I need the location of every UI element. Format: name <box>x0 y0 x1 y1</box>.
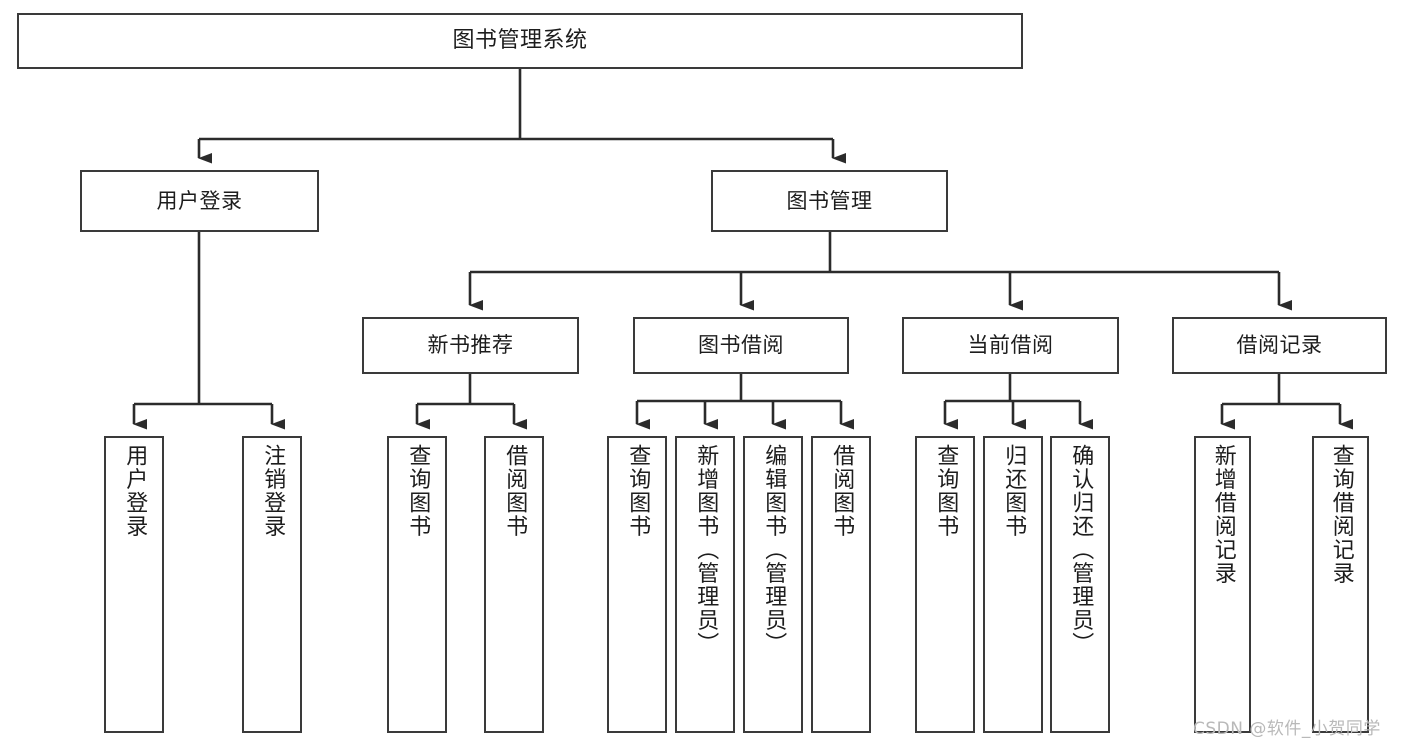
node-leaf-edit-book-admin[interactable]: 编辑图书（管理员） <box>743 436 803 733</box>
node-leaf-user-logout-label: 注销登录 <box>260 444 286 538</box>
node-leaf-borrow-book-2-label: 借阅图书 <box>829 444 855 538</box>
node-leaf-user-logout[interactable]: 注销登录 <box>242 436 302 733</box>
node-leaf-confirm-return-admin-label: 确认归还（管理员） <box>1068 444 1094 656</box>
node-current-borrow[interactable]: 当前借阅 <box>902 317 1119 374</box>
node-leaf-return-book[interactable]: 归还图书 <box>983 436 1043 733</box>
node-new-book-recommend[interactable]: 新书推荐 <box>362 317 579 374</box>
node-root-system[interactable]: 图书管理系统 <box>17 13 1023 69</box>
node-leaf-add-book-admin[interactable]: 新增图书（管理员） <box>675 436 735 733</box>
node-leaf-edit-book-admin-label: 编辑图书（管理员） <box>761 444 787 656</box>
node-new-book-recommend-label: 新书推荐 <box>427 333 514 358</box>
node-leaf-query-borrow-record-label: 查询借阅记录 <box>1328 444 1354 585</box>
node-current-borrow-label: 当前借阅 <box>967 333 1054 358</box>
node-user-login[interactable]: 用户登录 <box>80 170 319 232</box>
node-borrow-record[interactable]: 借阅记录 <box>1172 317 1387 374</box>
node-leaf-borrow-book-1[interactable]: 借阅图书 <box>484 436 544 733</box>
node-leaf-query-borrow-record[interactable]: 查询借阅记录 <box>1312 436 1369 733</box>
node-leaf-borrow-book-1-label: 借阅图书 <box>502 444 528 538</box>
node-leaf-query-book-3-label: 查询图书 <box>933 444 959 538</box>
node-leaf-return-book-label: 归还图书 <box>1001 444 1027 538</box>
node-book-management-label: 图书管理 <box>786 188 873 213</box>
node-leaf-borrow-book-2[interactable]: 借阅图书 <box>811 436 871 733</box>
node-leaf-confirm-return-admin[interactable]: 确认归还（管理员） <box>1050 436 1110 733</box>
node-leaf-query-book-2-label: 查询图书 <box>625 444 651 538</box>
node-borrow-record-label: 借阅记录 <box>1236 333 1323 358</box>
node-book-borrow[interactable]: 图书借阅 <box>633 317 849 374</box>
node-leaf-query-book-1-label: 查询图书 <box>405 444 431 538</box>
node-book-borrow-label: 图书借阅 <box>698 333 784 358</box>
node-leaf-add-borrow-record[interactable]: 新增借阅记录 <box>1194 436 1251 733</box>
node-leaf-add-borrow-record-label: 新增借阅记录 <box>1210 444 1236 585</box>
node-leaf-query-book-1[interactable]: 查询图书 <box>387 436 447 733</box>
node-leaf-user-login-label: 用户登录 <box>122 444 148 538</box>
node-leaf-add-book-admin-label: 新增图书（管理员） <box>693 444 719 656</box>
node-leaf-query-book-3[interactable]: 查询图书 <box>915 436 975 733</box>
node-leaf-user-login[interactable]: 用户登录 <box>104 436 164 733</box>
node-book-management[interactable]: 图书管理 <box>711 170 948 232</box>
node-leaf-query-book-2[interactable]: 查询图书 <box>607 436 667 733</box>
node-user-login-label: 用户登录 <box>156 188 243 213</box>
node-root-system-label: 图书管理系统 <box>452 28 588 54</box>
